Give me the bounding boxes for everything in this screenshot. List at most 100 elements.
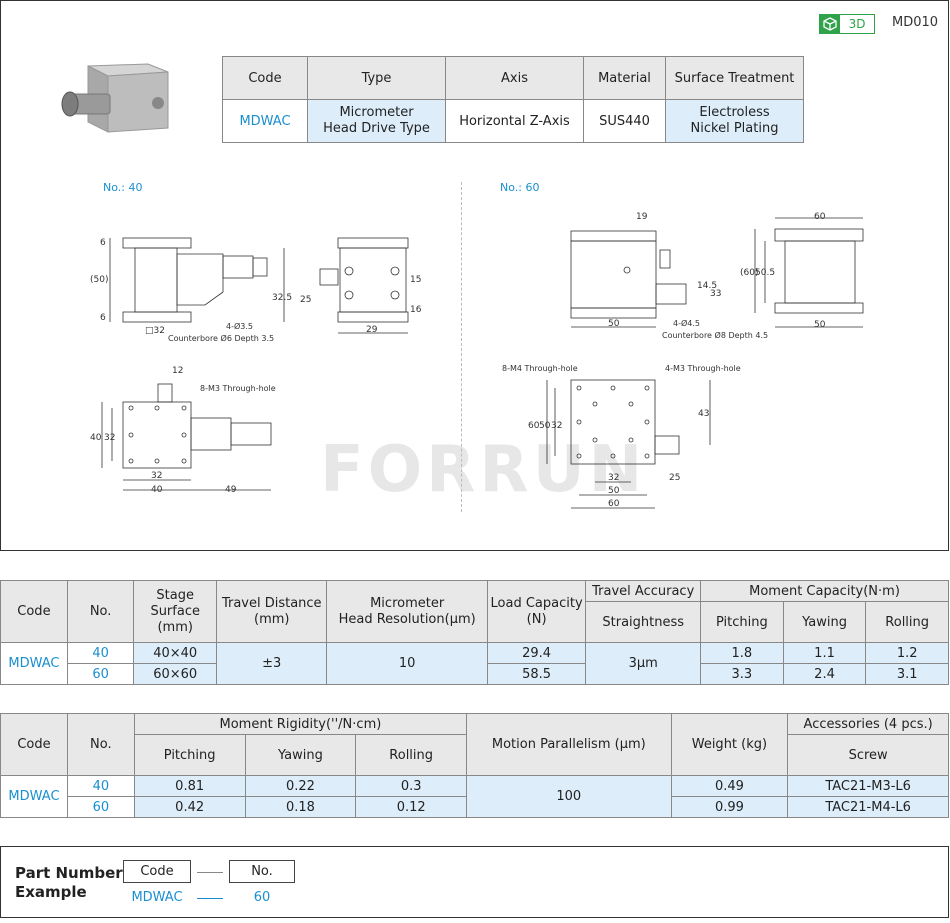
t2-header-code: Code: [0, 713, 68, 776]
t2-pitch-60: 0.42: [133, 796, 246, 818]
t1-pitch-60: 3.3: [700, 663, 784, 685]
t1-code: MDWAC: [0, 642, 68, 685]
t2-header-parallel: Motion Parallelism (μm): [466, 713, 672, 776]
t1-header-roll: Rolling: [865, 601, 949, 643]
dim-60-60top: 60: [814, 212, 826, 222]
t2-yaw-40: 0.22: [244, 775, 357, 797]
drawing-divider: [461, 182, 462, 512]
t2-header-rigidity: Moment Rigidity(''/N·cm): [133, 713, 468, 735]
t2-header-pitch: Pitching: [133, 734, 246, 776]
t1-header-code: Code: [0, 580, 68, 643]
dim-40-cbore: Counterbore Ø6 Depth 3.5: [168, 333, 274, 343]
t1-header-load: Load Capacity (N): [486, 580, 587, 643]
t1-roll-40: 1.2: [865, 642, 949, 664]
dim-40-6b: 6: [100, 313, 106, 323]
t2-header-no: No.: [66, 713, 135, 776]
rigidity-table: Code No. Moment Rigidity(''/N·cm) Motion…: [0, 713, 949, 818]
t2-roll-40: 0.3: [355, 775, 468, 797]
t1-no-40: 40: [66, 642, 135, 664]
product-photo: [61, 63, 169, 133]
dim-40-through: 8-M3 Through-hole: [200, 384, 276, 393]
t2-pitch-40: 0.81: [133, 775, 246, 797]
no60-label: No.: 60: [500, 181, 540, 194]
t2-header-access: Accessories (4 pcs.): [787, 713, 949, 735]
no40-label: No.: 40: [103, 181, 143, 194]
product-frame: [0, 0, 949, 551]
t2-yaw-60: 0.18: [244, 796, 357, 818]
spec-axis: Horizontal Z-Axis: [445, 99, 584, 143]
dim-60-m4: 8-M4 Through-hole: [502, 364, 578, 373]
t1-header-yaw: Yawing: [782, 601, 867, 643]
performance-table: Code No. Stage Surface (mm) Travel Dista…: [0, 580, 949, 685]
t1-no-60: 60: [66, 663, 135, 685]
t1-straight: 3μm: [585, 642, 702, 685]
dim-40-32v: 32: [104, 433, 115, 443]
t1-stage-60: 60×60: [133, 663, 218, 685]
dim-60-hole: 4-Ø4.5: [673, 318, 700, 328]
t1-header-no: No.: [66, 580, 135, 643]
t1-header-travel: Travel Distance (mm): [216, 580, 328, 643]
dim-40-29: 29: [366, 325, 378, 335]
part-number-title: Part Number Example: [15, 864, 123, 901]
t1-header-straight: Straightness: [585, 601, 702, 643]
technical-drawings: 6 (50) 6 □32 32.5 4-Ø3.5 Counterbore Ø6 …: [90, 212, 864, 509]
t2-header-roll: Rolling: [355, 734, 468, 776]
pn-no-box: No.: [229, 860, 295, 883]
pn-code-value: MDWAC: [131, 890, 183, 905]
dim-60-19: 19: [636, 212, 648, 222]
t1-header-moment: Moment Capacity(N·m): [700, 580, 949, 602]
spec-header-surface: Surface Treatment: [665, 56, 804, 100]
pn-no-value: 60: [253, 890, 271, 905]
dim-60-50a: 50: [608, 319, 620, 329]
t2-no-40: 40: [66, 775, 135, 797]
spec-type: Micrometer Head Drive Type: [307, 99, 446, 143]
dim-40-16: 16: [410, 305, 422, 315]
t2-weight-60: 0.99: [670, 796, 789, 818]
dim-60-43: 43: [698, 409, 709, 419]
dim-40-15: 15: [410, 275, 421, 285]
spec-surface: Electroless Nickel Plating: [665, 99, 804, 143]
t1-header-pitch: Pitching: [700, 601, 784, 643]
t1-load-40: 29.4: [486, 642, 587, 664]
spec-material: SUS440: [583, 99, 666, 143]
part-number-frame: [0, 846, 949, 918]
dim-60-60h: 60: [608, 499, 620, 509]
t1-header-stage: Stage Surface (mm): [133, 580, 218, 643]
t2-screw-40: TAC21-M3-L6: [787, 775, 949, 797]
cube-icon: [820, 15, 840, 33]
t1-travel: ±3: [216, 642, 328, 685]
dim-40-25: 25: [300, 295, 311, 305]
t1-header-accuracy: Travel Accuracy: [585, 580, 702, 602]
t1-stage-40: 40×40: [133, 642, 218, 664]
t1-header-micro: Micrometer Head Resolution(μm): [326, 580, 488, 643]
t1-load-60: 58.5: [486, 663, 587, 685]
t2-roll-60: 0.12: [355, 796, 468, 818]
dim-40-50p: (50): [90, 275, 108, 285]
spec-table: Code Type Axis Material Surface Treatmen…: [222, 56, 804, 143]
t1-roll-60: 3.1: [865, 663, 949, 685]
dim-40-6a: 6: [100, 238, 106, 248]
dim-40-40v: 40: [90, 433, 102, 443]
dim-40-32h: 32: [151, 471, 162, 481]
spec-code: MDWAC: [222, 99, 308, 143]
t1-yaw-60: 2.4: [782, 663, 867, 685]
3d-view-button[interactable]: 3D: [819, 14, 875, 34]
t1-yaw-40: 1.1: [782, 642, 867, 664]
dim-60-cbore: Counterbore Ø8 Depth 4.5: [662, 330, 768, 340]
model-number: MD010: [892, 15, 939, 30]
t2-no-60: 60: [66, 796, 135, 818]
3d-label: 3D: [848, 17, 866, 31]
dim-40-325: 32.5: [272, 293, 292, 303]
dim-40-12: 12: [172, 366, 183, 376]
dim-60-60v: 60: [528, 421, 540, 431]
t2-weight-40: 0.49: [670, 775, 789, 797]
pn-code-box: Code: [123, 860, 191, 883]
t2-code: MDWAC: [0, 775, 68, 818]
dim-60-m3: 4-M3 Through-hole: [665, 364, 741, 373]
t2-header-yaw: Yawing: [244, 734, 357, 776]
dim-40-49: 49: [225, 485, 237, 495]
spec-header-axis: Axis: [445, 56, 584, 100]
dim-60-33: 33: [710, 289, 721, 299]
spec-header-material: Material: [583, 56, 666, 100]
pn-separator: [197, 872, 223, 873]
